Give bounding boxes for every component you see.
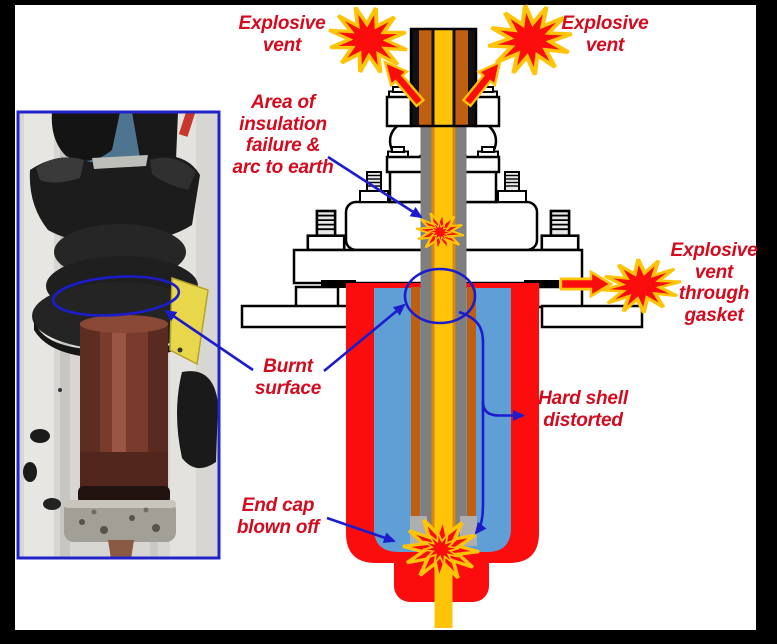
tank-lid-left-lower	[240, 304, 360, 329]
tank-lid-left-upper	[294, 285, 340, 309]
paper-layer-right	[455, 126, 467, 537]
stud-bolt-large	[540, 209, 580, 252]
copper-layer-left	[411, 287, 420, 532]
burnt-surface-leader-diagram	[323, 303, 406, 373]
label-explosive-vent-right: Explosive vent	[561, 13, 649, 56]
gasket-left	[321, 280, 356, 288]
photo-glove	[51, 112, 120, 161]
small-bolt	[387, 146, 409, 158]
tank-lid-right-lower	[540, 304, 644, 329]
bushing-photo	[18, 112, 219, 558]
paper-layer-left	[420, 126, 432, 537]
end-cap-leader	[326, 516, 396, 543]
conductor-column	[409, 27, 478, 628]
label-vent-through-gasket: Explosive vent through gasket	[670, 240, 758, 326]
hard-shell-bracket	[458, 310, 487, 535]
burnt-surface-ellipse-diagram	[403, 267, 477, 325]
label-explosive-vent-left: Explosive vent	[238, 13, 326, 56]
stud-bolt	[497, 171, 527, 203]
tool-handle	[178, 112, 196, 137]
hard-shell-leader	[481, 401, 525, 421]
annotations	[51, 155, 525, 543]
top-flange-left	[385, 95, 413, 128]
conductor-core	[434, 29, 453, 628]
label-end-cap-blown-off: End cap blown off	[236, 495, 320, 538]
label-burnt-surface: Burnt surface	[254, 356, 322, 399]
photo-tag	[169, 276, 209, 366]
photo-end-band	[78, 486, 170, 504]
label-hard-shell-distorted: Hard shell distorted	[538, 388, 628, 431]
burnt-surface-ellipse-photo	[51, 275, 181, 317]
label-insulation-failure: Area of insulation failure & arc to eart…	[232, 92, 334, 178]
top-tube	[409, 27, 478, 128]
copper-layer-right	[467, 287, 476, 532]
arc-fault-leader	[327, 155, 423, 219]
gasket-right	[524, 280, 559, 288]
photo-frame	[16, 110, 221, 560]
photo-glove-right	[177, 371, 218, 469]
top-flange-right	[473, 95, 501, 128]
burnt-surface-leader-photo	[164, 309, 254, 372]
stud-bolt-large	[306, 209, 346, 252]
small-bolt	[477, 146, 499, 158]
photo-pin	[108, 540, 134, 558]
bushing-cross-section	[240, 0, 686, 628]
